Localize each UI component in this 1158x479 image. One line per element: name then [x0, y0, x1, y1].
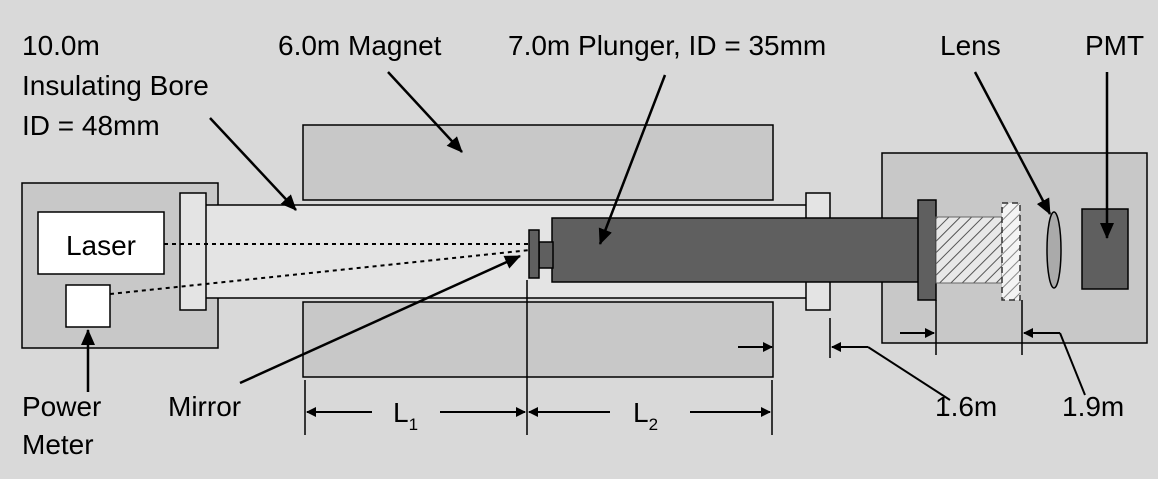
bore-arrow	[209, 117, 297, 211]
magnet-label: 6.0m Magnet	[278, 30, 442, 61]
dist-1-9-leader	[1059, 332, 1086, 396]
power-meter-label-line1: Power	[22, 391, 101, 422]
bore-label-line3: ID = 48mm	[22, 110, 160, 141]
movable-window	[1001, 202, 1021, 301]
plunger-arrow	[598, 74, 667, 245]
bore-label-line2: Insulating Bore	[22, 70, 209, 101]
power-meter-box	[65, 284, 111, 328]
window-flange	[917, 199, 937, 301]
magnet-arrow	[387, 71, 463, 153]
dist-1-6-leader	[867, 346, 951, 401]
mirror-arrow	[239, 254, 521, 385]
lens-label: Lens	[940, 30, 1001, 61]
laser-label: Laser	[66, 230, 136, 261]
mirror-label: Mirror	[168, 391, 241, 422]
mirror-mount	[538, 241, 554, 269]
lens-arrow	[973, 71, 1052, 215]
plunger-label: 7.0m Plunger, ID = 35mm	[508, 30, 826, 61]
bore-label-line1: 10.0m	[22, 30, 100, 61]
magnet-bottom	[302, 301, 774, 378]
laser-box	[37, 211, 165, 275]
pmt-label: PMT	[1085, 30, 1144, 61]
pmt-box	[1081, 208, 1129, 290]
laser-beam-return	[109, 249, 531, 295]
l1-label: L1	[393, 397, 418, 434]
magnet-top	[302, 124, 774, 201]
lens	[1046, 211, 1062, 289]
bore-flange-left	[179, 192, 207, 311]
dist-1-6-label: 1.6m	[935, 391, 997, 422]
dist-1-9-label: 1.9m	[1062, 391, 1124, 422]
l2-label: L2	[633, 397, 658, 434]
plunger	[551, 217, 923, 283]
mirror	[528, 229, 540, 279]
light-guide	[935, 216, 1003, 284]
power-meter-label-line2: Meter	[22, 429, 94, 460]
